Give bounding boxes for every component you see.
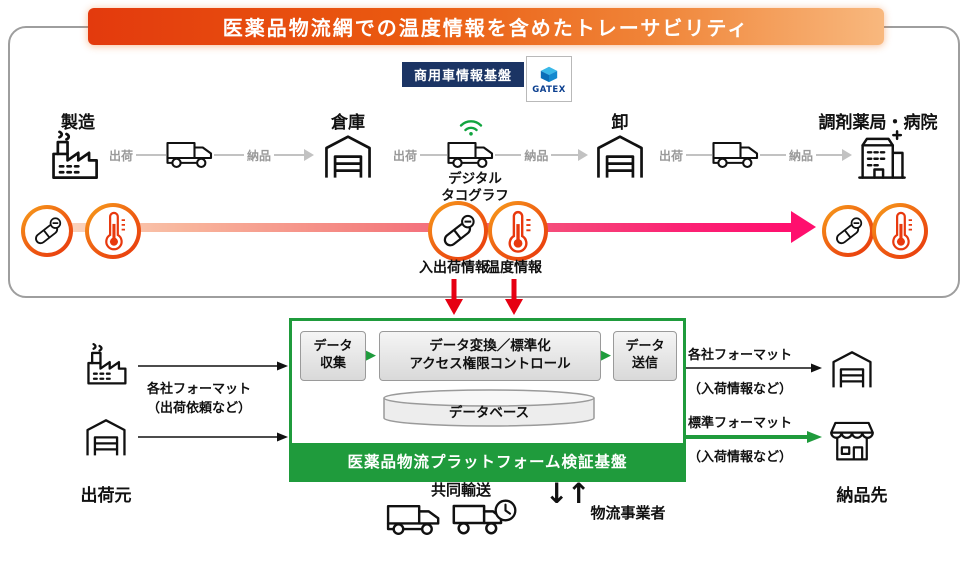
down-arrow-temperature-info [505,279,523,315]
flow-manufacturing-to-warehouse: 出荷 納品 [106,127,314,183]
tachograph-truck [447,120,495,173]
node-label-pharmacy-hospital: 調剤薬局・病院 [818,113,938,133]
flow-line [686,153,712,157]
node-label-manufacturing: 製造 [61,113,95,133]
destination-store-icon [828,416,876,464]
down-arrow-shipping-info [445,279,463,315]
database-cylinder: データベース [379,387,599,429]
joint-transport-label: 共同輸送 [430,481,491,499]
trace-flow-band [36,223,792,232]
shipper-arrow-bottom [138,432,288,442]
deliver-label: 納品 [788,148,813,163]
pill-badge-center [428,201,488,261]
pill-icon [832,215,865,248]
ship-label: 出荷 [393,148,418,163]
data-send-box: データ 送信 [613,331,677,381]
destination-warehouse-icon [828,344,876,392]
pill-icon [31,215,64,248]
destination-company-format-label: 各社フォーマット [688,348,793,363]
hospital-icon [854,127,910,183]
trace-flow-arrowhead [791,211,816,243]
wifi-signal-icon [458,116,484,136]
truck-icon [166,137,214,173]
node-label-warehouse: 倉庫 [331,113,365,133]
temperature-info-label: 温度情報 [486,260,542,276]
flow-arrowhead [303,149,314,161]
flow-wholesale-to-pharmacy: 出荷 納品 [656,127,852,183]
wholesale-warehouse-icon [592,127,648,183]
scheduled-truck-icon [452,498,518,539]
destination-company-format-note: （入荷情報など） [688,382,793,397]
flow-line [494,153,522,157]
platform-title-bar: 医薬品物流プラットフォーム検証基盤 [292,443,683,479]
flow-line [274,153,304,157]
flow-triangle-icon: ▶ [366,348,376,363]
thermometer-icon [888,210,913,251]
thermometer-badge-left [85,203,141,259]
truck-icon [447,137,495,173]
flow-line [214,153,244,157]
destination-standard-format-note: （入荷情報など） [688,450,793,465]
platform-box: データ 収集 ▶ データ変換／標準化 アクセス権限コントロール ▶ データ 送信… [289,318,686,482]
node-label-wholesale: 卸 [611,113,629,133]
up-arrow: ↑ [567,477,591,510]
data-collect-box: データ 収集 [300,331,366,381]
shipper-label: 出荷元 [80,486,132,506]
down-arrow: ↓ [545,477,569,510]
pill-icon [439,212,477,250]
thermometer-badge-right [872,203,928,259]
pill-badge-left [21,205,73,257]
shipper-warehouse-icon [82,412,130,460]
flow-arrowhead [578,149,588,161]
shipper-arrow-top [138,361,288,371]
diagram-title: 医薬品物流網での温度情報を含めたトレーサビリティ [88,8,884,45]
flow-line [420,153,447,157]
deliver-label: 納品 [246,148,271,163]
gatex-cube-icon [538,64,560,84]
destination-standard-format-label: 標準フォーマット [688,416,793,431]
tachograph-label: デジタル タコグラフ [441,171,509,204]
database-label: データベース [448,405,530,421]
shipper-factory-icon [82,340,130,388]
warehouse-icon [320,127,376,183]
vehicle-platform-label: 商用車情報基盤 [402,62,524,87]
destination-arrow-bottom-green [686,431,822,443]
shipping-info-label: 入出荷情報 [419,260,489,276]
destination-arrow-top [686,363,822,373]
gatex-logo-text: GATEX [532,84,566,95]
flow-line [760,153,786,157]
shipper-format-note: （出荷依頼など） [147,401,252,416]
pill-badge-right [822,205,874,257]
gatex-logo: GATEX [526,56,572,102]
flow-warehouse-to-wholesale: 出荷 納品 [390,120,588,183]
thermometer-icon [101,210,126,251]
flow-line [816,153,842,157]
truck-icon [712,137,760,173]
ship-label: 出荷 [109,148,134,163]
logistics-operator-label: 物流事業者 [590,504,666,522]
factory-icon [46,127,102,183]
shipper-format-label: 各社フォーマット [147,382,252,397]
flow-line [551,153,578,157]
data-convert-box: データ変換／標準化 アクセス権限コントロール [379,331,601,381]
joint-truck-icon [386,501,442,539]
ship-label: 出荷 [659,148,684,163]
destination-label: 納品先 [836,486,888,506]
flow-triangle-icon: ▶ [601,348,611,363]
deliver-label: 納品 [524,148,549,163]
thermometer-badge-center [488,201,548,261]
flow-arrowhead [841,149,852,161]
thermometer-icon [504,209,531,254]
flow-line [136,153,166,157]
